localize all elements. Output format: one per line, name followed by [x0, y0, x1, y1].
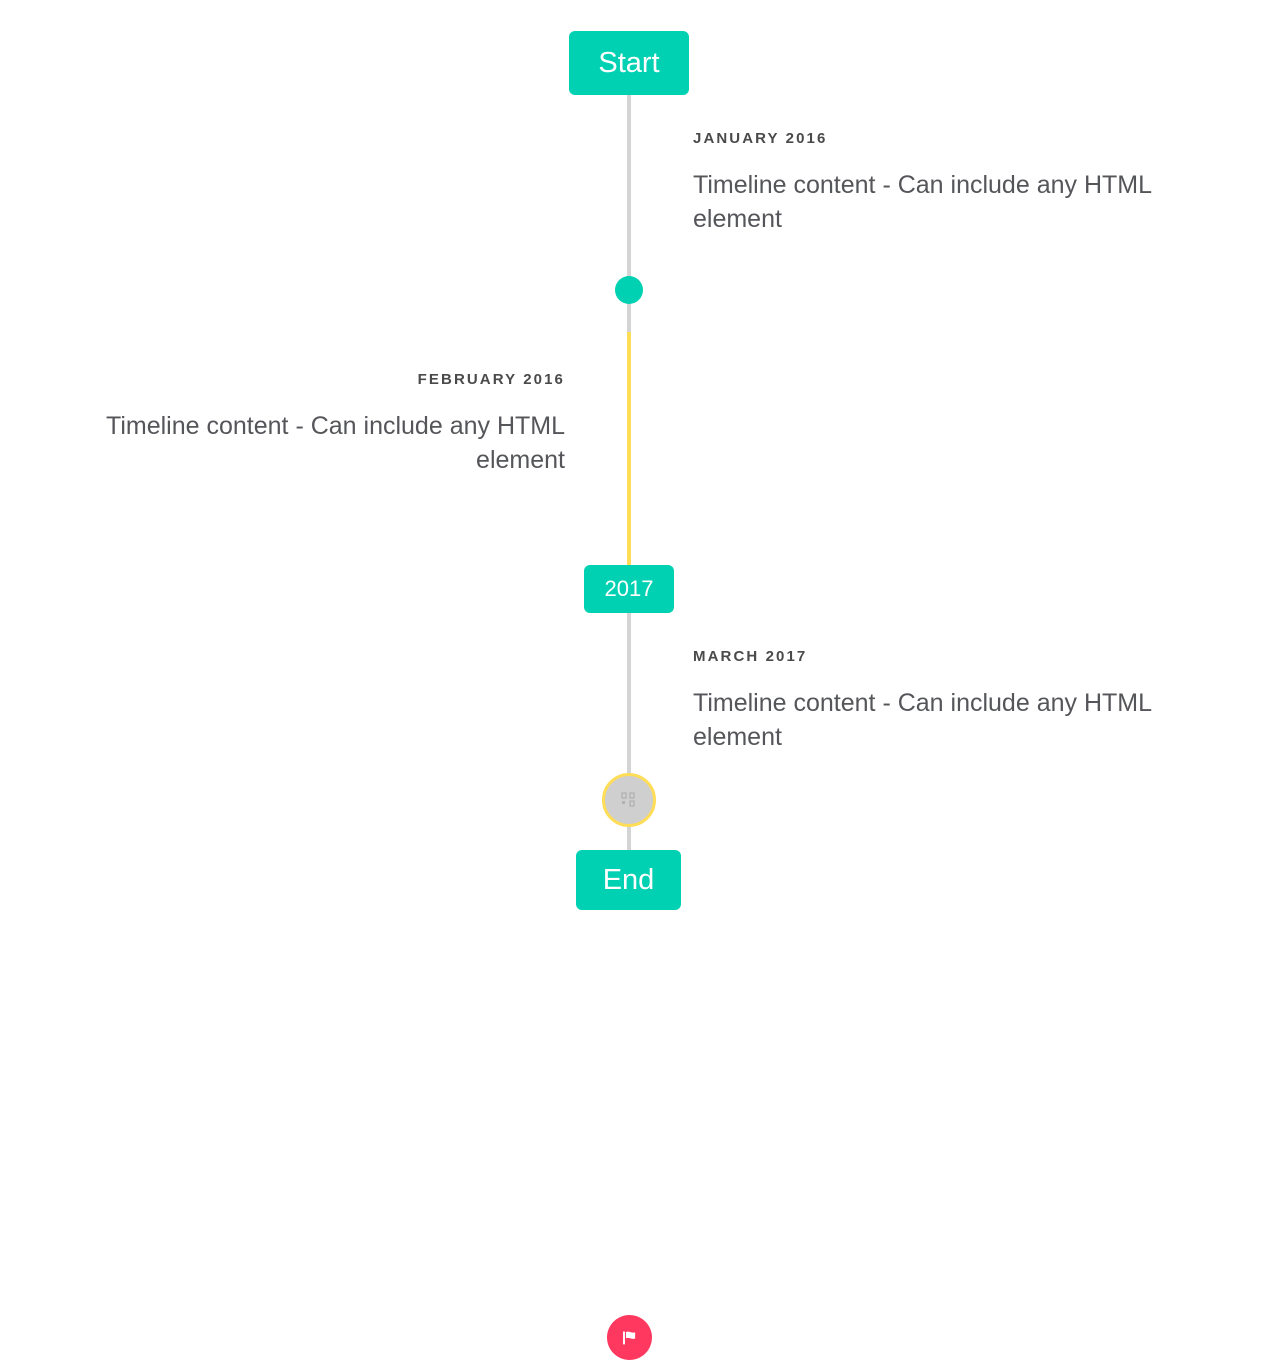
timeline-event-content: Timeline content - Can include any HTML …	[693, 171, 1152, 233]
timeline-marker-ring[interactable]	[602, 773, 656, 827]
timeline-rail-upper	[627, 95, 631, 332]
flag-icon[interactable]	[607, 1315, 652, 1360]
timeline-root: Start JANUARY 2016 Timeline content - Ca…	[25, 31, 1233, 1360]
timeline-event-date: JANUARY 2016	[693, 130, 828, 147]
timeline-rail-lower	[627, 613, 631, 850]
dot-icon[interactable]	[615, 276, 643, 304]
timeline-event-body: JANUARY 2016 Timeline content - Can incl…	[693, 131, 1233, 236]
timeline-event-date: FEBRUARY 2016	[417, 371, 565, 388]
timeline-event-body: MARCH 2017 Timeline content - Can includ…	[693, 649, 1233, 754]
timeline-year-badge[interactable]: 2017	[584, 565, 674, 613]
timeline-event-date: MARCH 2017	[693, 648, 808, 665]
timeline-start-badge[interactable]: Start	[569, 31, 689, 95]
timeline-rail-highlight	[627, 332, 631, 565]
broken-image-icon	[620, 791, 638, 809]
timeline-event-content: Timeline content - Can include any HTML …	[693, 689, 1152, 751]
timeline-event-body: FEBRUARY 2016 Timeline content - Can inc…	[25, 372, 565, 477]
timeline-end-badge[interactable]: End	[576, 850, 681, 910]
timeline-event-content: Timeline content - Can include any HTML …	[106, 412, 565, 474]
